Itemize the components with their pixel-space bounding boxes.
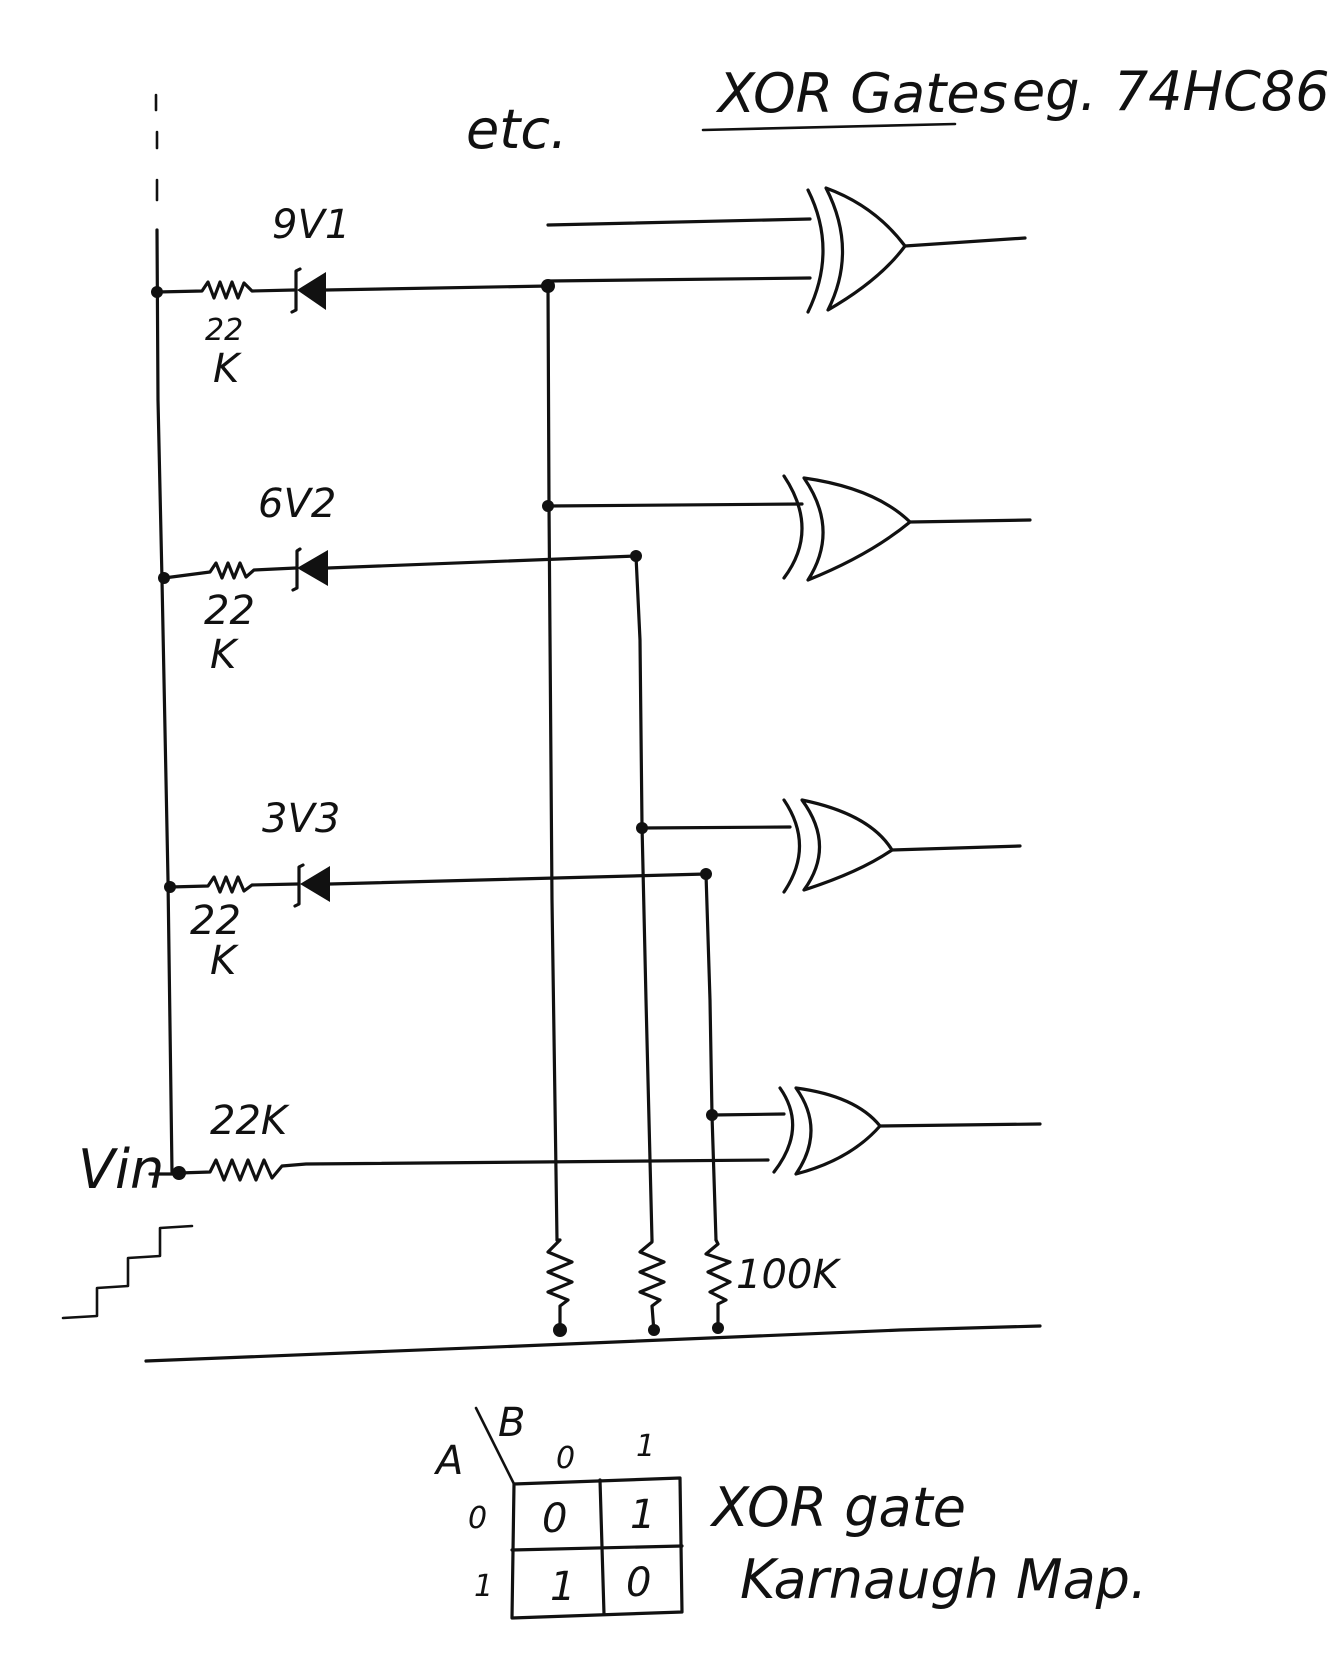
kmap-cell-10: 1 [550,1564,575,1610]
title-xor-gates: XOR Gates [715,62,1008,125]
resistor-unit-3v3: K [210,938,239,984]
xor-gate-3 [782,798,1022,894]
kmap-cell-11: 0 [626,1560,651,1606]
xor-gate-1 [546,186,1027,314]
kmap-col-var: B [498,1400,525,1446]
pulldown-label: 100K [736,1252,841,1298]
vin-label: Vin [78,1138,164,1201]
zener-label-6v2: 6V2 [258,481,336,527]
zener-label-9v1: 9V1 [272,202,350,248]
resistor-unit-9v1: K [213,346,242,392]
tap-column-a [542,284,804,1242]
kmap-cell-01: 1 [630,1492,655,1538]
resistor-value-9v1: 22 [205,313,243,348]
input-rail [154,93,174,1174]
xor-gate-2 [782,474,1032,582]
title-example-part: eg. 74HC86 [1012,60,1330,123]
resistor-value-6v2: 22 [204,588,255,634]
bottom-resistor-label: 22K [210,1098,290,1144]
rung-3v3: 22 K 3V3 [164,796,712,984]
resistor-value-3v3: 22 [190,898,241,944]
kmap-row-header-0: 0 [468,1501,487,1536]
karnaugh-map: B A 0 1 0 1 0 1 1 0 XOR gate Karnaugh Ma… [433,1400,1147,1620]
title-underline [701,122,957,132]
pulldown-resistors: 100K [546,1238,841,1334]
kmap-caption-line2: Karnaugh Map. [740,1548,1147,1611]
kmap-row-header-1: 1 [474,1569,493,1604]
kmap-row-var: A [433,1438,463,1484]
rung-6v2: 22 K 6V2 [158,481,642,678]
xor-gate-4 [772,1086,1042,1176]
zener-label-3v3: 3V3 [262,796,340,842]
staircase-waveform [61,1224,194,1320]
tap-column-b [634,554,792,1242]
kmap-cell-00: 0 [542,1496,567,1542]
kmap-col-header-0: 0 [556,1441,575,1476]
ground-rail [144,1322,1042,1363]
resistor-unit-6v2: K [210,632,239,678]
tap-column-c [704,872,786,1242]
kmap-col-header-1: 1 [636,1429,655,1464]
rung-bottom: Vin 22K [61,1098,770,1320]
kmap-caption-line1: XOR gate [709,1476,966,1539]
rung-9v1: 22 K 9V1 [151,202,555,392]
etc-label: etc. [466,98,567,161]
